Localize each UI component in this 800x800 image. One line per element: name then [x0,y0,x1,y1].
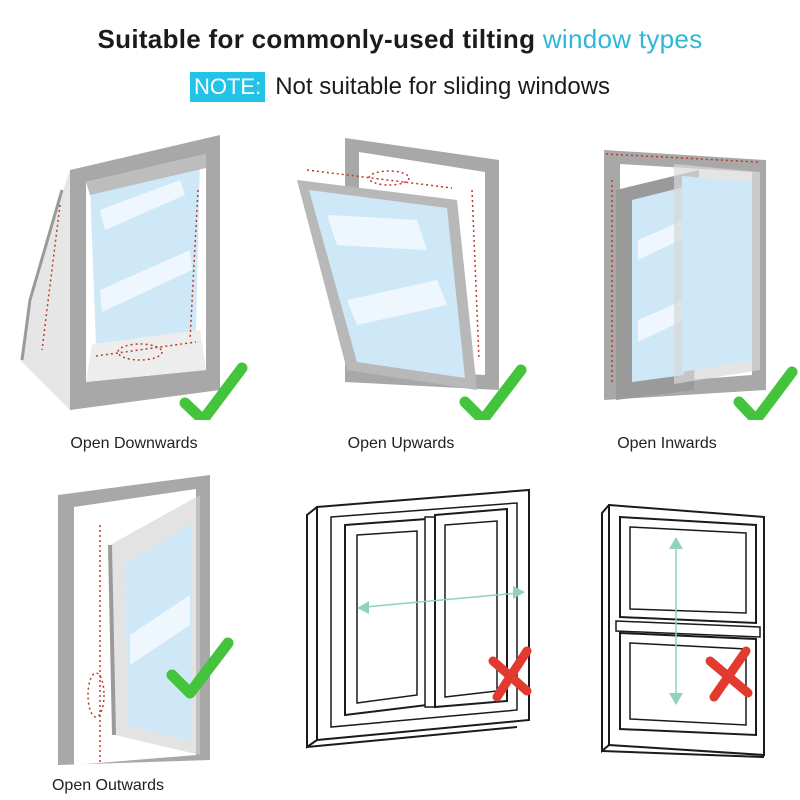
check-icon [166,637,234,699]
window-label: Open Inwards [617,435,717,452]
check-icon [179,362,248,420]
window-label: Open Downwards [70,435,198,452]
note-text: Not suitable for sliding windows [275,73,611,100]
title-main: Suitable for commonly-used tilting [97,24,543,54]
window-sliding-horizontal [267,465,534,800]
window-open-downwards-illustration [20,135,248,420]
window-sliding-vertical-illustration [601,503,765,758]
window-open-outwards-illustration [58,475,234,765]
window-open-upwards: Open Upwards [267,120,534,460]
page-title: Suitable for commonly-used tilting windo… [0,24,800,55]
window-open-upwards-illustration [297,138,527,420]
title-highlight: window types [542,24,703,54]
check-icon [459,364,527,420]
window-open-downwards: Open Downwards [0,120,267,460]
check-icon [733,366,798,420]
cross-icon [488,646,532,702]
window-sliding-horizontal-illustration [306,488,532,749]
cross-icon [705,646,753,702]
window-open-inwards: Open Inwards [534,120,800,460]
window-open-inwards-illustration [604,150,798,420]
note-row: NOTE: Not suitable for sliding windows [0,72,800,102]
window-label: Open Upwards [347,435,455,452]
note-badge: NOTE: [189,72,266,102]
window-open-outwards: Open Outwards [0,465,267,800]
window-sliding-vertical [534,465,800,800]
window-label: Open Outwards [51,777,165,794]
